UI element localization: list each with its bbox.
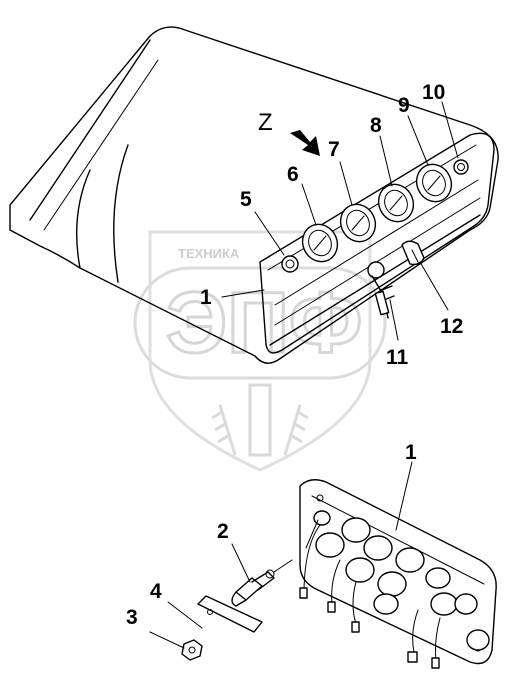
callout-8: 8 [370,114,382,137]
gauge-6 [301,223,339,263]
callouts: 1 2 3 4 5 6 7 8 9 10 11 12 1 [126,81,463,629]
sender-unit-2 [231,559,293,607]
instrument-panel-assembly [299,479,497,669]
callout-1-lower: 1 [405,441,417,464]
callout-2: 2 [217,520,229,543]
wiring-leads [299,519,441,669]
callout-12: 12 [440,315,463,338]
ignition-switch-11 [367,261,395,319]
callout-3: 3 [126,606,138,629]
watermark-word: ТЕХНИКА [178,246,240,261]
nut-3 [181,639,203,661]
callout-11: 11 [386,346,409,369]
indicator-lamp-5 [281,255,299,273]
watermark-wheat-icon [211,383,309,457]
leader-lines-lower [149,461,413,649]
bracket-4 [197,595,263,633]
gauge-8 [377,183,415,223]
gauge-7 [339,203,377,243]
leader-lines-upper [221,101,459,341]
callout-5: 5 [240,188,252,211]
callout-4: 4 [150,580,162,603]
dashboard-pod [9,26,499,364]
switch-12 [401,240,425,266]
callout-9: 9 [398,94,410,117]
gauge-9 [415,163,453,203]
callout-6: 6 [287,163,299,186]
panel-gauge-cylinders [313,510,490,651]
callout-10: 10 [422,81,445,104]
callout-7: 7 [328,138,340,161]
indicator-lamp-10 [453,159,469,175]
view-arrow-icon [290,130,320,156]
view-label: Z [258,109,273,136]
callout-1-upper: 1 [200,286,212,309]
watermark-shield [148,230,372,472]
